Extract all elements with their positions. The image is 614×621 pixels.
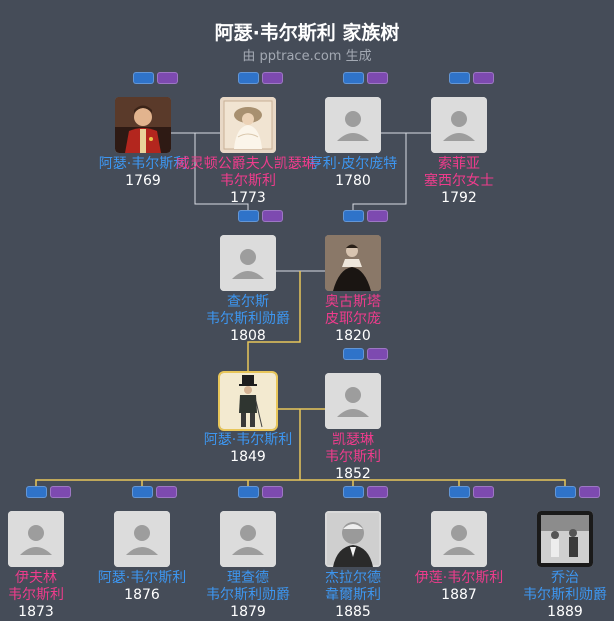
- expand-relatives-button[interactable]: [367, 210, 388, 222]
- birth-year: 1808: [230, 328, 266, 344]
- person-name[interactable]: 韦尔斯利勋爵: [523, 587, 607, 603]
- birth-year: 1885: [335, 604, 371, 620]
- birth-year: 1792: [441, 190, 477, 206]
- person-name[interactable]: 韦尔斯利勋爵: [206, 587, 290, 603]
- expand-ancestors-button[interactable]: [238, 72, 259, 84]
- person-name[interactable]: 塞西尔女士: [424, 173, 494, 189]
- person-photo[interactable]: [220, 97, 276, 153]
- person-name[interactable]: 皮耶尔庞: [325, 311, 381, 327]
- expand-ancestors-button[interactable]: [133, 72, 154, 84]
- expand-ancestors-button[interactable]: [343, 210, 364, 222]
- expand-ancestors-button[interactable]: [555, 486, 576, 498]
- person-name[interactable]: 伊莲·韦尔斯利: [414, 570, 504, 586]
- expand-relatives-button[interactable]: [579, 486, 600, 498]
- expand-relatives-button[interactable]: [262, 210, 283, 222]
- person-name[interactable]: 韦尔斯利: [325, 449, 381, 465]
- sibling-bus: [35, 479, 566, 488]
- birth-year: 1876: [124, 587, 160, 603]
- birth-year: 1820: [335, 328, 371, 344]
- expand-ancestors-button[interactable]: [449, 72, 470, 84]
- person-name[interactable]: 韦尔斯利: [8, 587, 64, 603]
- expand-ancestors-button[interactable]: [238, 486, 259, 498]
- expand-ancestors-button[interactable]: [343, 486, 364, 498]
- avatar-placeholder-icon[interactable]: [431, 511, 487, 567]
- person-name[interactable]: 威灵顿公爵夫人凯瑟琳·: [175, 156, 321, 172]
- birth-year: 1780: [335, 173, 371, 189]
- expand-ancestors-button[interactable]: [343, 348, 364, 360]
- person-name[interactable]: 理查德: [227, 570, 269, 586]
- person-name[interactable]: 奥古斯塔: [325, 294, 381, 310]
- expand-relatives-button[interactable]: [473, 486, 494, 498]
- person-name[interactable]: 阿瑟·韦尔斯利: [97, 570, 187, 586]
- person-name[interactable]: 阿瑟·韦尔斯利: [98, 156, 188, 172]
- person-photo[interactable]: [537, 511, 593, 567]
- birth-year: 1889: [547, 604, 583, 620]
- avatar-placeholder-icon[interactable]: [220, 511, 276, 567]
- expand-ancestors-button[interactable]: [343, 72, 364, 84]
- expand-relatives-button[interactable]: [262, 486, 283, 498]
- person-name[interactable]: 伊夫林: [15, 570, 57, 586]
- person-name[interactable]: 阿瑟·韦尔斯利: [203, 432, 293, 448]
- person-photo[interactable]: [325, 235, 381, 291]
- expand-relatives-button[interactable]: [473, 72, 494, 84]
- person-photo[interactable]: [115, 97, 171, 153]
- page-title: 阿瑟·韦尔斯利 家族树: [214, 22, 400, 44]
- birth-year: 1849: [230, 449, 266, 465]
- birth-year: 1852: [335, 466, 371, 482]
- birth-year: 1769: [125, 173, 161, 189]
- birth-year: 1773: [230, 190, 266, 206]
- expand-ancestors-button[interactable]: [449, 486, 470, 498]
- expand-ancestors-button[interactable]: [26, 486, 47, 498]
- expand-relatives-button[interactable]: [50, 486, 71, 498]
- expand-relatives-button[interactable]: [157, 72, 178, 84]
- person-name[interactable]: 韦尔斯利: [220, 173, 276, 189]
- avatar-placeholder-icon[interactable]: [325, 97, 381, 153]
- child-line: [247, 271, 301, 373]
- birth-year: 1879: [230, 604, 266, 620]
- person-name[interactable]: 韦尔斯利勋爵: [206, 311, 290, 327]
- person-name[interactable]: 杰拉尔德: [325, 570, 381, 586]
- expand-relatives-button[interactable]: [262, 72, 283, 84]
- person-photo[interactable]: [325, 511, 381, 567]
- avatar-placeholder-icon[interactable]: [325, 373, 381, 429]
- person-photo[interactable]: [218, 371, 278, 431]
- expand-relatives-button[interactable]: [367, 348, 388, 360]
- child-line: [194, 133, 249, 210]
- expand-relatives-button[interactable]: [367, 72, 388, 84]
- avatar-placeholder-icon[interactable]: [8, 511, 64, 567]
- expand-ancestors-button[interactable]: [238, 210, 259, 222]
- expand-relatives-button[interactable]: [367, 486, 388, 498]
- expand-relatives-button[interactable]: [156, 486, 177, 498]
- birth-year: 1873: [18, 604, 54, 620]
- avatar-placeholder-icon[interactable]: [114, 511, 170, 567]
- person-name[interactable]: 索菲亚: [438, 156, 480, 172]
- expand-ancestors-button[interactable]: [132, 486, 153, 498]
- person-name[interactable]: 凯瑟琳: [332, 432, 374, 448]
- avatar-placeholder-icon[interactable]: [220, 235, 276, 291]
- child-line: [352, 133, 407, 210]
- person-name[interactable]: 韋爾斯利: [325, 587, 381, 603]
- avatar-placeholder-icon[interactable]: [431, 97, 487, 153]
- page-subtitle: 由 pptrace.com 生成: [242, 49, 372, 64]
- birth-year: 1887: [441, 587, 477, 603]
- person-name[interactable]: 亨利·皮尔庞特: [308, 156, 398, 172]
- person-name[interactable]: 查尔斯: [227, 294, 269, 310]
- person-name[interactable]: 乔治: [551, 570, 579, 586]
